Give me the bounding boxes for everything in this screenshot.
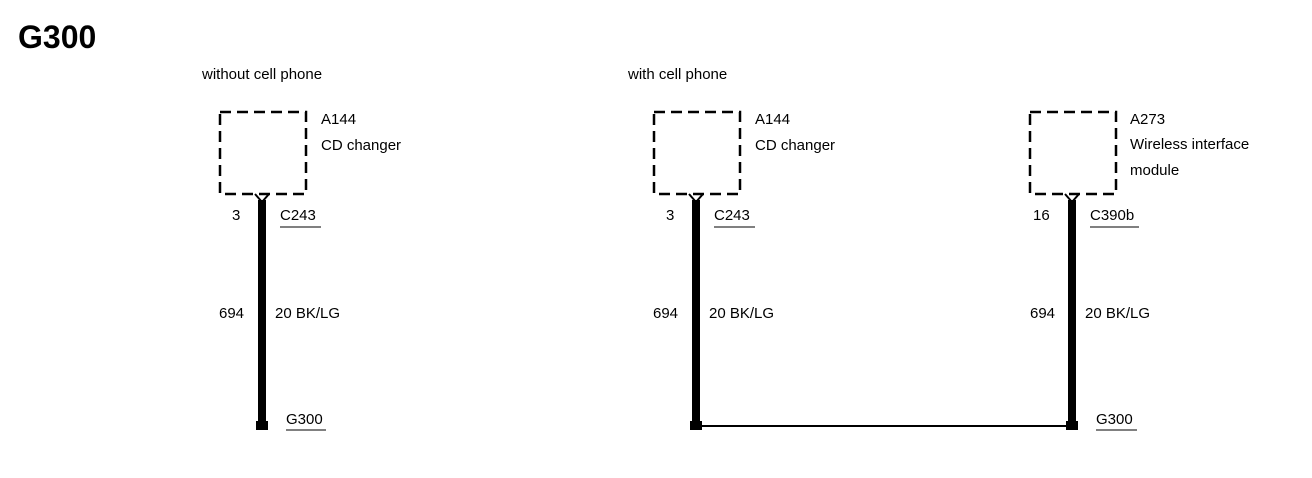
connector-label: C243: [280, 207, 316, 224]
connector-label: C390b: [1090, 207, 1134, 224]
circuit-number: 694: [653, 305, 678, 322]
page-title: G300: [18, 19, 96, 55]
component-a144-with-phone: A144 CD changer 3 C243 694 20 BK/LG: [652, 110, 835, 430]
component-box: [218, 110, 308, 196]
ground-label: G300: [1096, 411, 1133, 428]
connector-label: C243: [714, 207, 750, 224]
component-a273: A273 Wireless interface module 16 C390b …: [1028, 110, 1249, 431]
component-code: A144: [321, 111, 356, 128]
wire-spec: 20 BK/LG: [1085, 305, 1150, 322]
ground-symbol-icon: [256, 421, 268, 430]
pin-number: 16: [1033, 207, 1050, 224]
component-code: A144: [755, 111, 790, 128]
component-name: CD changer: [321, 137, 401, 154]
section-caption-without-phone: without cell phone: [201, 66, 322, 83]
section-caption-with-phone: with cell phone: [627, 66, 727, 83]
wire-spec: 20 BK/LG: [275, 305, 340, 322]
ground-label: G300: [286, 411, 323, 428]
component-a144-standalone: A144 CD changer 3 C243 694 20 BK/LG G300: [218, 110, 401, 431]
pin-number: 3: [232, 207, 240, 224]
ground-symbol-icon: [690, 421, 702, 430]
pin-number: 3: [666, 207, 674, 224]
ground-symbol-icon: [1066, 421, 1078, 430]
circuit-number: 694: [1030, 305, 1055, 322]
wire-spec: 20 BK/LG: [709, 305, 774, 322]
component-box: [652, 110, 742, 196]
component-name-line-2: module: [1130, 162, 1179, 179]
circuit-number: 694: [219, 305, 244, 322]
component-code: A273: [1130, 111, 1165, 128]
component-name: CD changer: [755, 137, 835, 154]
component-name-line-1: Wireless interface: [1130, 136, 1249, 153]
component-box: [1028, 110, 1118, 196]
